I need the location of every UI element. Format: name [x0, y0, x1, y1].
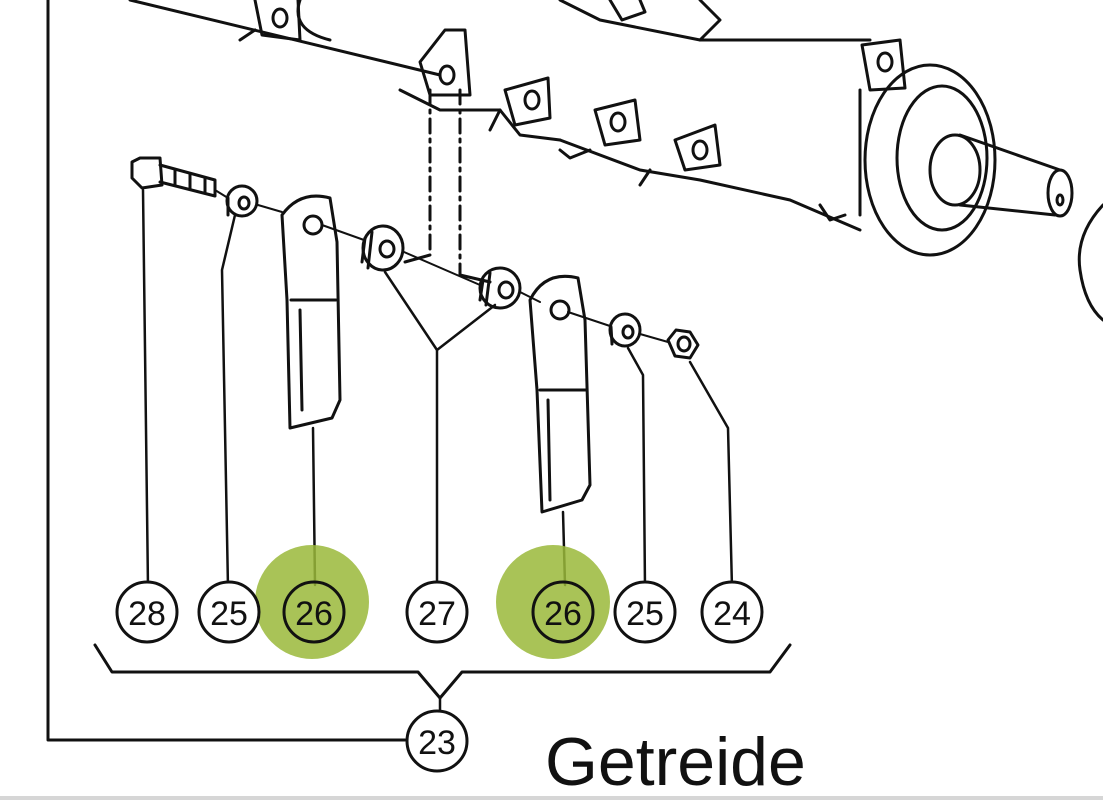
spacer-right	[478, 266, 522, 310]
frame-line	[46, 0, 407, 742]
hex-nut	[666, 328, 700, 360]
washer-right	[608, 312, 642, 348]
axis-link-right	[458, 273, 492, 284]
highlight-marker-blade-right	[496, 545, 610, 659]
assembly-bracket	[93, 643, 792, 700]
blade-left-shape	[280, 194, 342, 430]
callout-circle-washer-left	[197, 580, 261, 644]
hinge-bolt	[130, 156, 217, 198]
rotor-shaft	[128, 0, 1103, 322]
callout-label-spacer: 27	[418, 595, 456, 633]
callout-circle-nut	[700, 580, 764, 644]
callout-label-blade-left: 26	[295, 595, 333, 633]
callout-circle-blade-left	[282, 580, 346, 644]
callout-label-nut: 24	[713, 595, 751, 633]
callout-label-washer-left: 25	[210, 595, 248, 633]
callout-label-bolt: 28	[128, 595, 166, 633]
callout-label-assembly: 23	[418, 724, 456, 762]
assembly-axis	[214, 189, 669, 343]
callout-label-washer-right: 25	[626, 595, 664, 633]
spacer-left	[360, 224, 405, 272]
blade-right-shape	[528, 274, 592, 514]
washer-left	[225, 184, 259, 218]
callout-circle-blade-right	[531, 580, 595, 644]
callout-circle-spacer	[405, 580, 469, 644]
mounting-axes	[428, 88, 462, 277]
leader-lines	[141, 188, 734, 590]
callout-circle-assembly	[405, 709, 469, 773]
callout-circle-bolt	[115, 580, 179, 644]
bottom-divider	[0, 796, 1103, 800]
callout-circle-washer-right	[613, 580, 677, 644]
callout-label-blade-right: 26	[544, 595, 582, 633]
highlight-marker-blade-left	[255, 545, 369, 659]
diagram-caption: Getreide	[545, 724, 806, 800]
